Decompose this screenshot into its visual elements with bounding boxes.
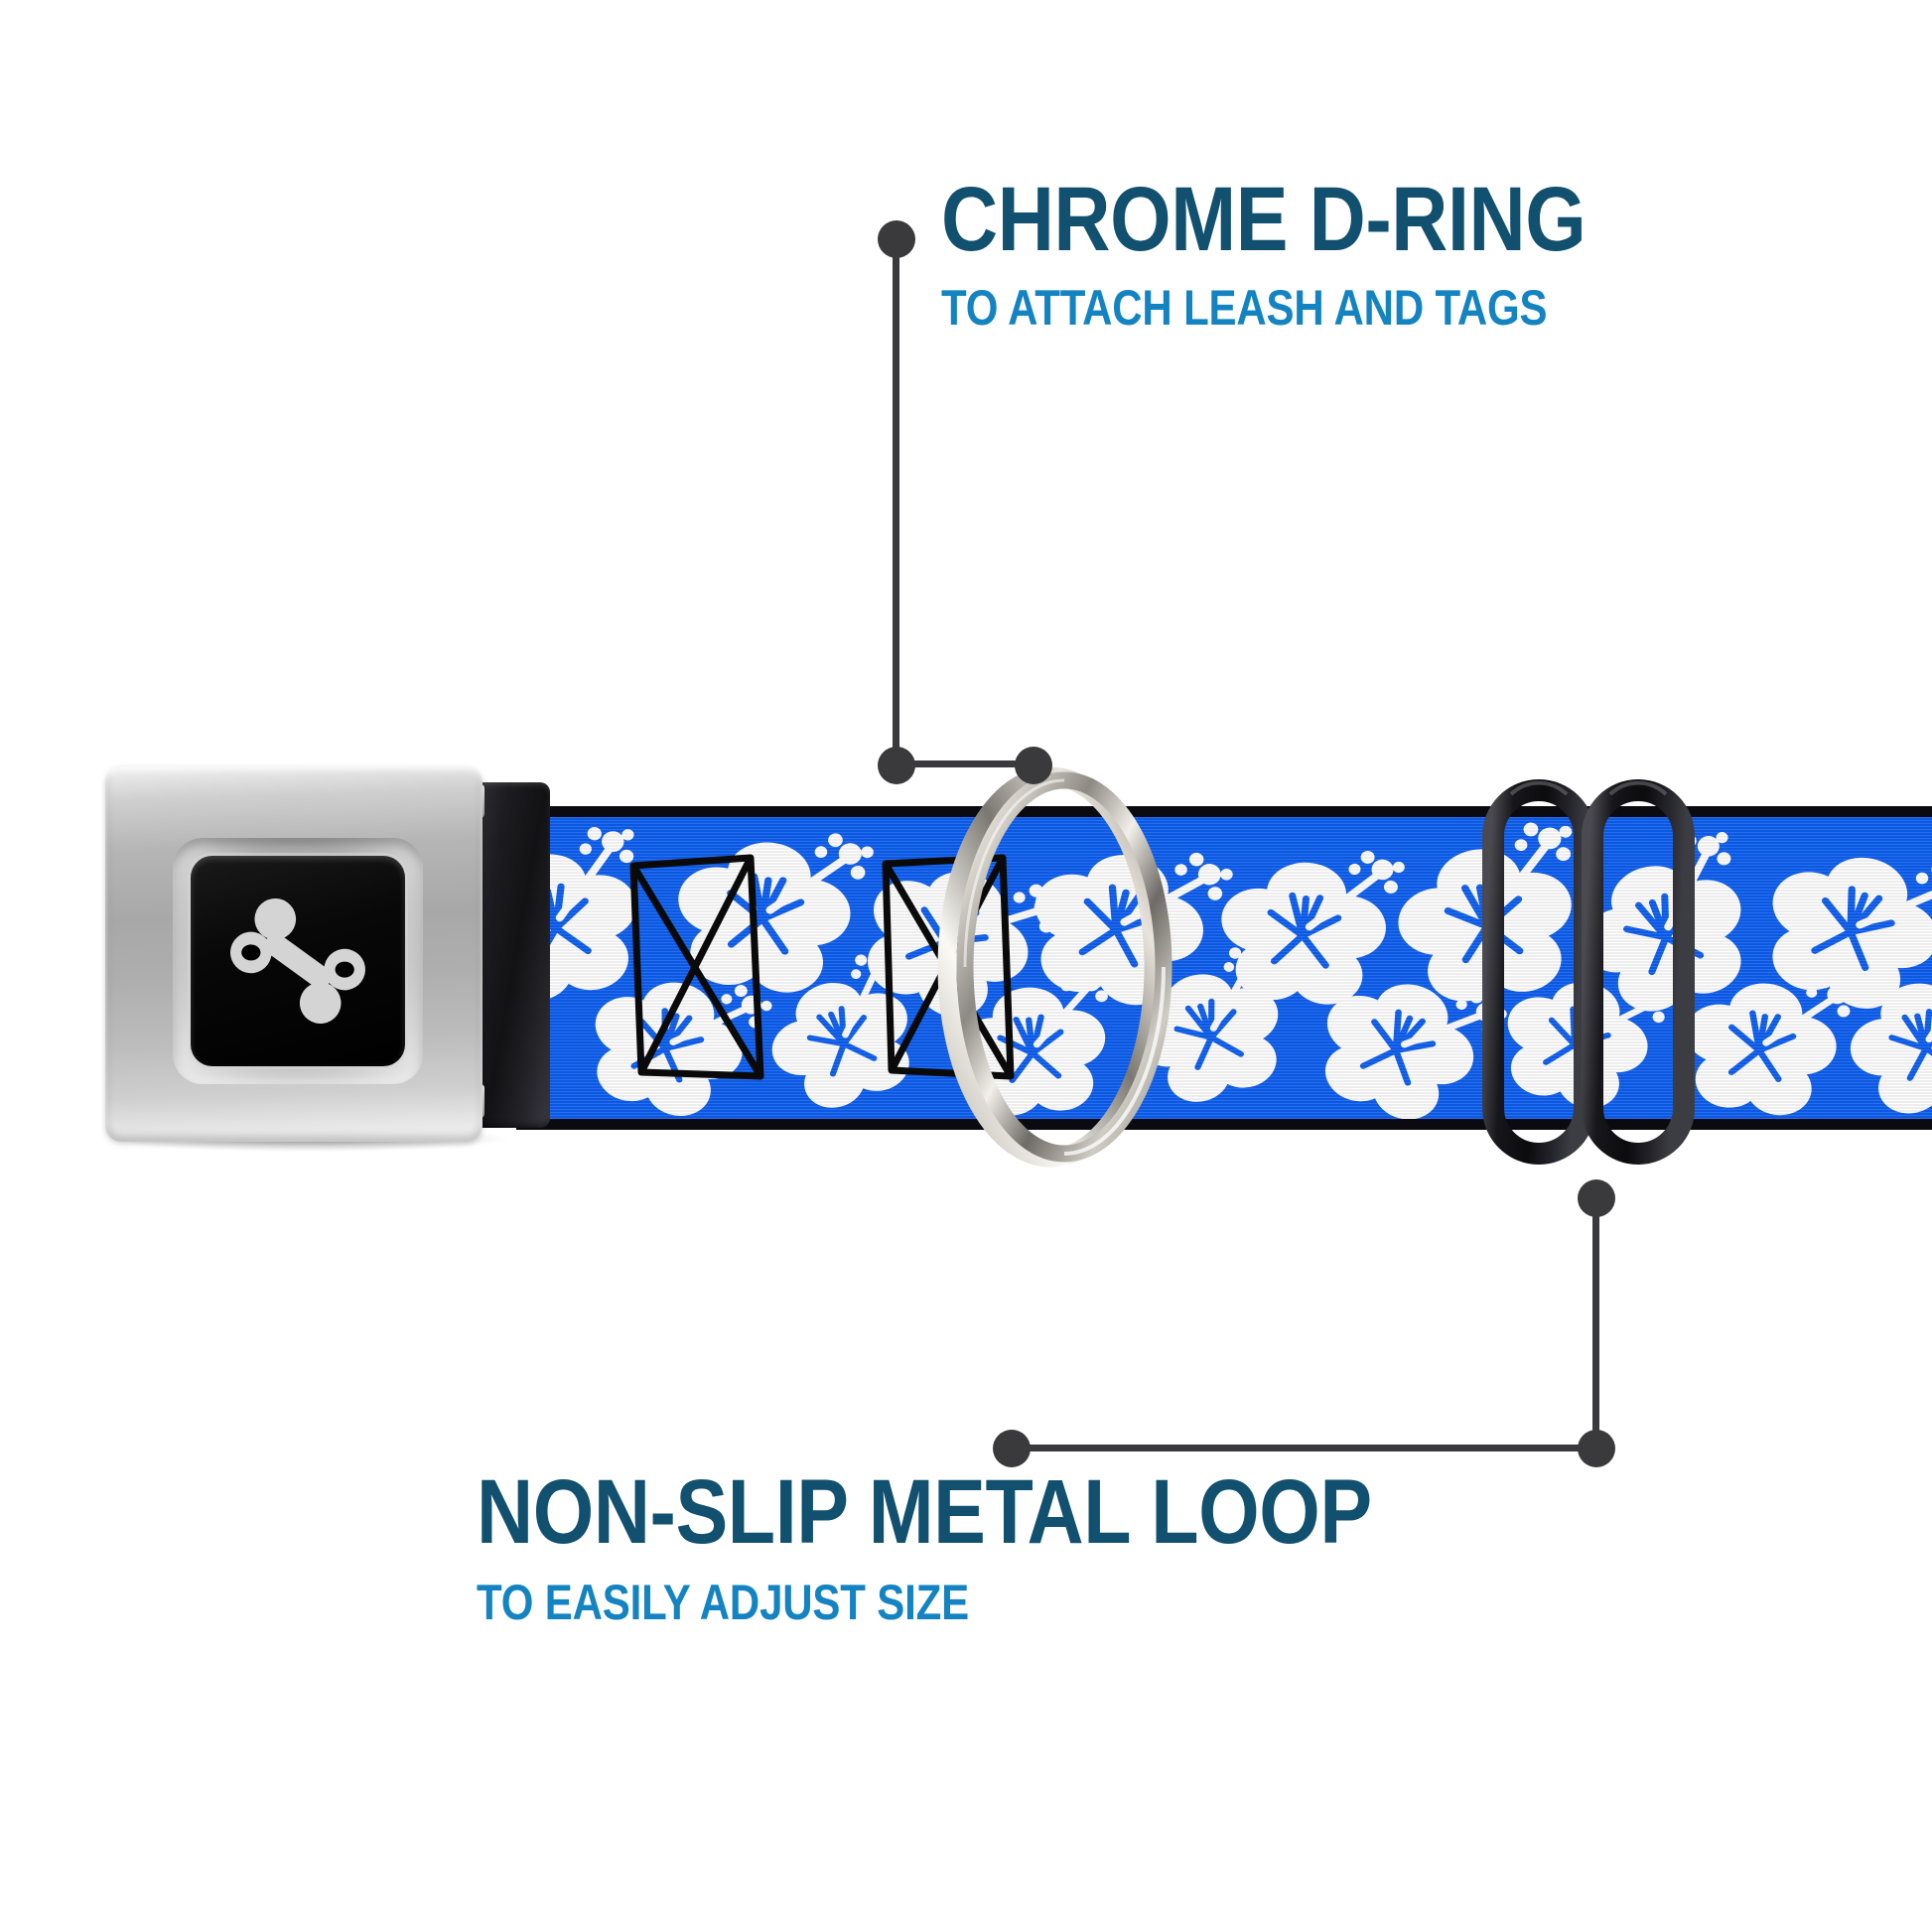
- buckle-chrome-frame: [105, 766, 483, 1142]
- callout-subtitle-chrome-d-ring: TO ATTACH LEASH AND TAGS: [941, 280, 1548, 337]
- metal-loop-slider: [1482, 779, 1695, 1165]
- callout-chrome-d-ring: CHROME D-RING TO ATTACH LEASH AND TAGS: [941, 169, 1691, 337]
- leader-line-bottom-vertical: [1592, 1197, 1599, 1448]
- leader-dot-bottom-target: [993, 1430, 1031, 1467]
- collar-webbing: [516, 806, 1932, 1130]
- hibiscus-pattern: [516, 817, 1932, 1119]
- seatbelt-buckle: [99, 757, 550, 1173]
- d-ring: [937, 766, 1173, 1168]
- callout-title-non-slip-metal-loop: NON-SLIP METAL LOOP: [477, 1461, 1372, 1563]
- leader-line-top-horizontal: [896, 760, 1049, 767]
- callout-title-chrome-d-ring: CHROME D-RING: [941, 169, 1587, 270]
- leader-line-bottom-horizontal: [1010, 1445, 1593, 1451]
- leader-line-top-vertical: [893, 238, 899, 764]
- leader-dot-top-target: [1015, 747, 1052, 784]
- callout-non-slip-metal-loop: NON-SLIP METAL LOOP TO EASILY ADJUST SIZ…: [477, 1461, 1518, 1631]
- buckle-black-inset: [191, 856, 405, 1066]
- dog-bone-icon: [230, 897, 365, 1025]
- callout-subtitle-non-slip-metal-loop: TO EASILY ADJUST SIZE: [477, 1575, 969, 1631]
